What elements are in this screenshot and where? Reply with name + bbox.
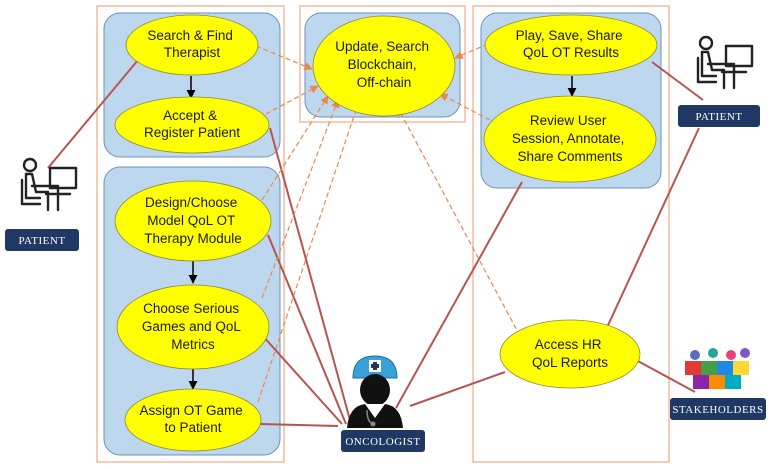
svg-text:ONCOLOGIST: ONCOLOGIST [345,436,420,448]
access-reports-oval [499,319,641,389]
update-blockchain-oval [312,15,456,117]
choose-games-oval [116,284,270,370]
oncologist-actor: ONCOLOGIST [341,355,425,452]
puzzle-people-icon [685,348,750,389]
assoc-patient-right-play [651,61,704,101]
center-section-frame [299,5,466,123]
update-blockchain-label: Update, Search Blockchain, Off-chain [335,39,433,90]
assoc-games-oncologist [261,334,343,425]
assign-game-oval [124,388,262,452]
assoc-stakeholders-reports [635,359,696,393]
svg-text:STAKEHOLDERS: STAKEHOLDERS [672,404,763,416]
assoc-reports-oncologist [409,371,506,407]
person-at-computer-icon [696,35,754,90]
assoc-review-oncologist [395,181,523,409]
assoc-patient-left-search [47,59,139,169]
assoc-accept-oncologist [269,127,351,421]
design-module-label: Design/Choose Model QoL OT Therapy Modul… [144,195,242,246]
dash-accept-blockchain [265,85,319,115]
svg-text:PATIENT: PATIENT [695,111,742,123]
dash-review-blockchain [439,93,491,121]
play-save-share-oval [484,14,658,76]
play-save-share-label: Play, Save, Share QoL OT Results [516,28,627,60]
dash-design-blockchain [261,95,329,201]
choose-games-label: Choose Serious Games and QoL Metrics [142,301,244,352]
assoc-assign-oncologist [259,423,339,427]
dash-games-blockchain [261,99,340,299]
patient-right-badge [678,105,760,127]
review-session-oval [483,95,657,183]
assign-game-label: Assign OT Game to Patient [139,403,246,435]
stakeholders-badge [670,398,766,420]
search-therapist-label: Search & Find Therapist [147,28,236,60]
access-reports-label: Access HR QoL Reports [532,337,608,370]
design-module-oval [114,180,272,262]
patient-right-actor: PATIENT [678,35,760,127]
right-section-frame [472,5,670,463]
left-section-frame [96,5,285,463]
svg-text:PATIENT: PATIENT [18,235,65,247]
assoc-design-oncologist [267,234,347,425]
dash-search-blockchain [255,45,313,71]
dash-assign-blockchain [257,103,360,403]
review-session-label: Review User Session, Annotate, Share Com… [512,113,628,164]
accept-register-oval [114,96,270,154]
assoc-patient-right-reports [603,127,700,335]
dash-play-blockchain [454,43,489,59]
stakeholders-actor: STAKEHOLDERS [670,348,766,420]
patient-left-badge [5,229,79,251]
dash-reports-blockchain [397,107,521,337]
patient-left-actor: PATIENT [5,157,79,251]
person-at-computer-icon [20,157,78,212]
oncologist-badge [341,430,425,452]
accept-register-label: Accept & Register Patient [144,108,240,140]
search-therapist-oval [125,14,259,76]
doctor-icon [347,355,403,428]
